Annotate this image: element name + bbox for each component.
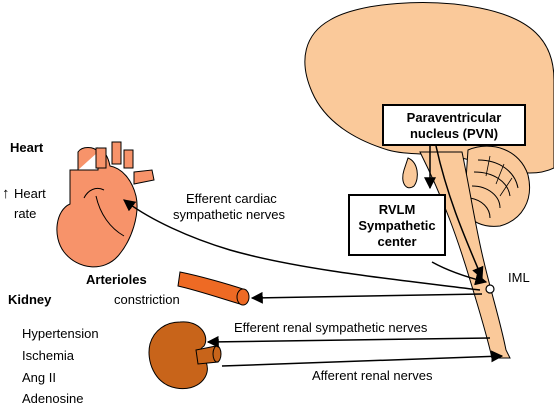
arteriole-arrow (250, 291, 483, 304)
rvlm-line2: Sympathetic (358, 218, 436, 233)
pvn-box: Paraventricular nucleus (PVN) (382, 104, 526, 146)
rvlm-line1: RVLM (378, 202, 416, 217)
kidney-condition-item: Adenosine (22, 391, 84, 406)
kidney-condition-item: Hypertension (22, 326, 99, 341)
kidney-label: Kidney (8, 292, 52, 307)
rvlm-line3: center (377, 234, 417, 249)
heart-rate-up-arrow: ↑ (2, 185, 10, 202)
kidney-illustration (148, 321, 222, 390)
cerebellum (463, 145, 530, 227)
arterioles-label: Arterioles (86, 272, 147, 287)
rvlm-box: RVLM Sympathetic center (348, 194, 446, 256)
heart-illustration (56, 141, 155, 268)
iml-label: IML (508, 270, 530, 285)
afferent-renal-arrow (221, 350, 504, 367)
pvn-line2: nucleus (PVN) (409, 126, 499, 141)
heart-label: Heart (10, 140, 44, 155)
efferent-cardiac-arrow (123, 199, 481, 291)
pvn-line1: Paraventricular (406, 110, 502, 125)
efferent-renal-arrow (206, 335, 491, 348)
afferent-renal-label: Afferent renal nerves (312, 368, 433, 383)
efferent-renal-label: Efferent renal sympathetic nerves (234, 320, 428, 335)
heart-rate-line1: Heart (14, 186, 46, 201)
heart-rate-line2: rate (14, 206, 37, 221)
efferent-cardiac-line2: sympathetic nerves (173, 207, 285, 222)
iml-node (485, 284, 495, 294)
spinal-cord (419, 151, 511, 359)
constriction-label: constriction (114, 292, 180, 307)
efferent-cardiac-line1: Efferent cardiac (186, 191, 277, 206)
kidney-condition-item: Ischemia (22, 348, 75, 363)
arteriole-illustration (177, 271, 250, 306)
kidney-condition-item: Ang II (22, 370, 56, 385)
